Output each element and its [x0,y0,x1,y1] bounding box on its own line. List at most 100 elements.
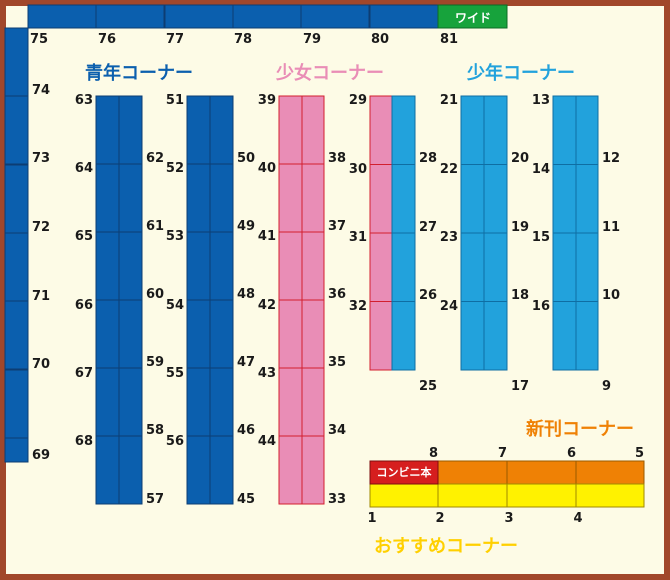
shoujo-shelf-cell [301,231,325,301]
seinen-corner-title: 青年コーナー [85,62,193,84]
shounen-shelf-number: 13 [532,93,550,108]
seinen-shelf-number: 59 [146,355,164,370]
shounen-shelf-a-cell [460,164,485,234]
left-wall-shelf [4,369,29,439]
seinen-shelf-number: 47 [237,355,255,370]
top-wall-shelf [27,4,97,29]
shounen-side-shelf [391,301,416,371]
left-shelf-number: 74 [32,83,50,98]
seinen-shelf-number: 55 [166,366,184,381]
seinen-shelf-number: 62 [146,151,164,166]
shounen-shelf-number: 18 [511,288,529,303]
wide-shelf [437,4,508,29]
top-wall-shelf [300,4,370,29]
shounen-shelf-a-cell [483,95,508,165]
shounen-shelf-b-cell [552,301,577,371]
left-wall-shelf [4,95,29,165]
left-wall-shelf [4,164,29,234]
left-wall-shelf [4,437,29,463]
shoujo-shelf-number: 36 [328,287,346,302]
shoujo-shelf-cell [278,367,303,437]
shounen-shelf-number: 23 [440,230,458,245]
seinen-shelf-b-cell [209,95,234,165]
shoujo-shelf-number: 43 [258,366,276,381]
mixed-shelf-number: 30 [349,162,367,177]
mixed-shelf-number: 29 [349,93,367,108]
seinen-shelf-b-cell [209,299,234,369]
recommended-number: 3 [504,511,513,526]
seinen-shelf-b-cell [186,95,211,165]
shounen-shelf-number: 22 [440,162,458,177]
top-wall-shelf [232,4,302,29]
seinen-shelf-a-cell [95,231,120,301]
seinen-shelf-number: 65 [75,229,93,244]
seinen-shelf-number: 61 [146,219,164,234]
new-release-number: 8 [429,446,438,461]
new-release-number: 6 [567,446,576,461]
mixed-shelf-number: 28 [419,151,437,166]
seinen-shelf-number: 49 [237,219,255,234]
left-shelf-number: 69 [32,448,50,463]
seinen-shelf-b-cell [209,231,234,301]
shoujo-shelf-cell [278,435,303,505]
shounen-shelf-number: 14 [532,162,550,177]
top-wall-shelf [369,4,439,29]
seinen-shelf-a-cell [95,299,120,369]
seinen-shelf-number: 60 [146,287,164,302]
seinen-shelf-b-cell [186,299,211,369]
top-wall-shelf [164,4,234,29]
new-release-corner-title: 新刊コーナー [526,418,634,440]
shoujo-shelf-cell [301,435,325,505]
seinen-shelf-a-cell [95,95,120,165]
shounen-shelf-number: 24 [440,299,458,314]
seinen-shelf-number: 68 [75,434,93,449]
top-shelf-number: 75 [30,32,48,47]
shounen-shelf-number: 12 [602,151,620,166]
left-shelf-number: 72 [32,220,50,235]
seinen-shelf-b-cell [186,367,211,437]
shounen-shelf-number: 16 [532,299,550,314]
shounen-shelf-a-cell [460,95,485,165]
seinen-shelf-a-cell [118,95,143,165]
seinen-shelf-a-cell [118,367,143,437]
shoujo-shelf-cell [301,299,325,369]
shounen-shelf-a-cell [483,301,508,371]
seinen-shelf-number: 67 [75,366,93,381]
seinen-shelf-b-cell [209,435,234,505]
seinen-shelf-number: 50 [237,151,255,166]
seinen-shelf-number: 56 [166,434,184,449]
shoujo-shelf-number: 34 [328,423,346,438]
shoujo-shelf-number: 39 [258,93,276,108]
top-shelf-number: 78 [234,32,252,47]
shounen-shelf-a-cell [460,232,485,302]
top-shelf-number: 77 [166,32,184,47]
seinen-shelf-number: 52 [166,161,184,176]
recommended-number: 1 [367,511,376,526]
convenience-books-label: コンビニ本 [377,465,432,479]
top-shelf-number: 79 [303,32,321,47]
mixed-shelf-number: 25 [419,379,437,394]
left-wall-shelf [4,27,29,97]
top-shelf-number: 81 [440,32,458,47]
shoujo-shelf-number: 37 [328,219,346,234]
recommended-shelf [437,483,508,508]
left-shelf-number: 71 [32,289,50,304]
shounen-shelf-b-cell [575,232,599,302]
shounen-shelf-number: 21 [440,93,458,108]
seinen-shelf-a-cell [118,163,143,233]
seinen-shelf-number: 64 [75,161,93,176]
shounen-shelf-number: 19 [511,220,529,235]
seinen-shelf-b-cell [209,367,234,437]
seinen-shelf-number: 57 [146,492,164,507]
seinen-shelf-number: 53 [166,229,184,244]
convenience-books-shelf [369,460,439,485]
seinen-shelf-a-cell [95,163,120,233]
recommended-shelf [575,483,645,508]
shoujo-shelf-cell [301,367,325,437]
shoujo-shelf-cell [278,299,303,369]
seinen-shelf-number: 48 [237,287,255,302]
shounen-shelf-number: 10 [602,288,620,303]
shoujo-shelf-number: 40 [258,161,276,176]
shoujo-shelf-number: 44 [258,434,276,449]
